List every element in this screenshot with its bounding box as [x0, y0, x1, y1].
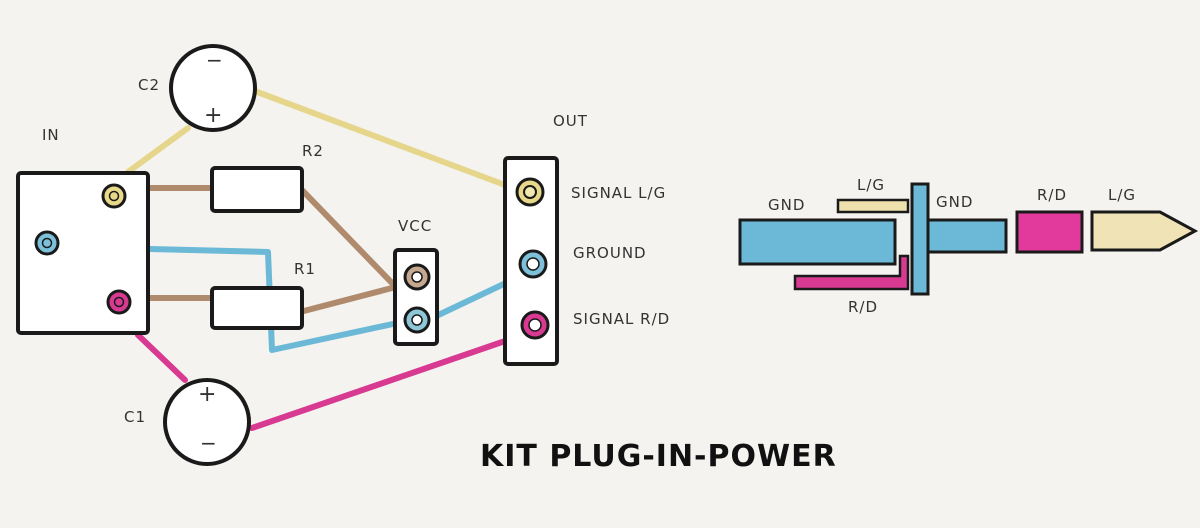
c2-plus: + — [204, 103, 223, 128]
wire-c1-signal-rd — [249, 337, 511, 431]
vcc-label: VCC — [398, 217, 432, 235]
wires — [125, 87, 511, 431]
vcc-block: VCC — [393, 217, 439, 346]
resistor-r1: R1 — [210, 260, 316, 330]
c1-plus: + — [198, 382, 217, 407]
wire-vcc-out-ground — [429, 279, 511, 321]
out-label-ground: GROUND — [573, 244, 647, 262]
plug-rd-contact — [793, 254, 910, 291]
resistor-r2: R2 — [210, 142, 324, 213]
c1-label: C1 — [124, 408, 146, 426]
diagram-title: KIT PLUG-IN-POWER — [480, 439, 837, 474]
plug-label-rd-bottom: R/D — [848, 298, 878, 316]
r1-body — [210, 286, 304, 330]
c1-minus: − — [200, 431, 218, 455]
plug-center-post — [910, 182, 930, 296]
r2-label: R2 — [302, 142, 324, 160]
c1-body — [163, 378, 251, 466]
plug-gnd-ring — [926, 218, 1008, 254]
c2-label: C2 — [138, 76, 160, 94]
out-label: OUT — [553, 112, 588, 130]
plug-lg-contact — [836, 198, 910, 214]
capacitor-c1: + − C1 — [124, 378, 251, 466]
plug-label-lg-right: L/G — [1108, 186, 1136, 204]
wire-r1-vcc — [297, 285, 395, 315]
plug-rd-ring — [1015, 210, 1084, 254]
wire-r2-vcc — [297, 185, 395, 286]
plug-label-lg-top: L/G — [857, 176, 885, 194]
out-label-signal-rd: SIGNAL R/D — [573, 310, 670, 328]
in-jack-blue — [34, 230, 60, 256]
plug-gnd-sleeve — [738, 218, 897, 266]
plug-label-gnd-left: GND — [768, 196, 805, 214]
wire-c2-signal-lg — [249, 87, 508, 188]
in-block: IN — [16, 126, 150, 335]
capacitor-c2: − + C2 — [138, 44, 257, 132]
c2-minus: − — [206, 48, 224, 72]
plug-diagram: GND L/G GND R/D L/G R/D — [738, 176, 1199, 316]
in-jack-yellow — [101, 183, 127, 209]
in-jack-magenta — [106, 289, 132, 315]
c2-body — [169, 44, 257, 132]
plug-lg-tip — [1090, 210, 1199, 252]
r2-body — [210, 166, 304, 213]
out-block: OUT SIGNAL L/G GROUND SIGNAL R/D — [503, 112, 670, 366]
out-label-signal-lg: SIGNAL L/G — [571, 184, 666, 202]
wire-c2-in — [125, 125, 191, 175]
wire-in-c1 — [135, 332, 188, 383]
in-label: IN — [42, 126, 60, 144]
r1-label: R1 — [294, 260, 316, 278]
plug-label-rd-right: R/D — [1037, 186, 1067, 204]
plug-label-gnd-right: GND — [936, 193, 973, 211]
